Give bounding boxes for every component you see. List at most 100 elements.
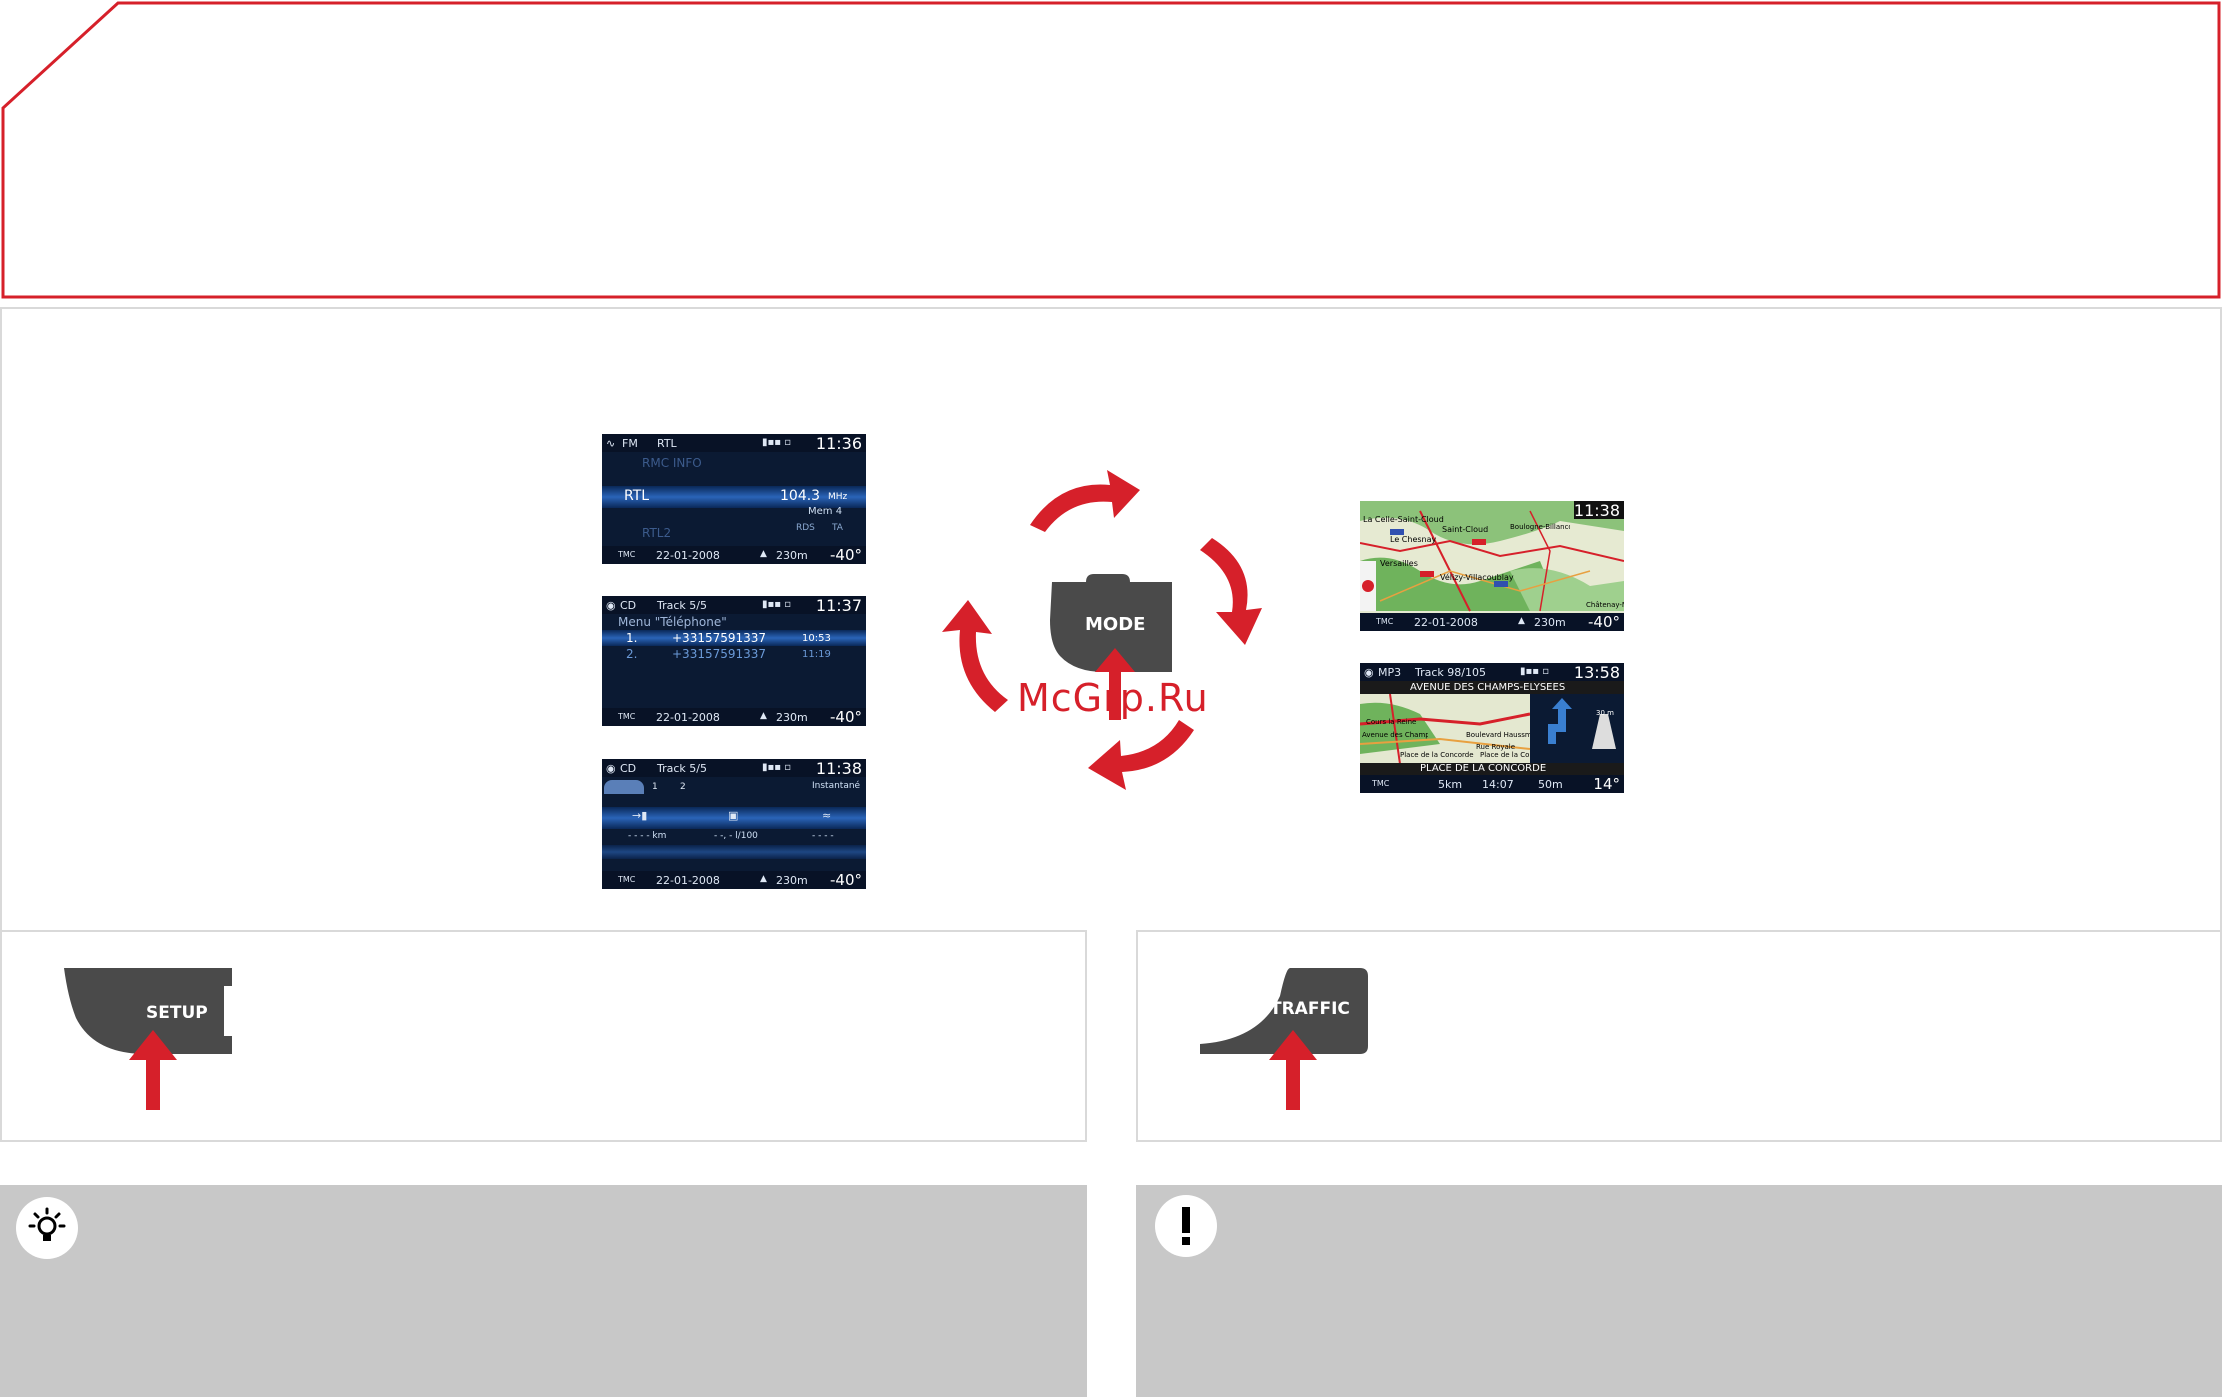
signal-icon: ▮▪▪ ▫	[762, 437, 792, 448]
map-place: La Celle-Saint-Cloud	[1363, 515, 1444, 524]
warning-badge	[1155, 1195, 1217, 1257]
phone-source: CD	[620, 599, 637, 612]
phone-row-number: +33157591337	[672, 647, 767, 661]
trip-screen: ◉ CD Track 5/5 ▮▪▪ ▫ 11:38 1 2 Instantan…	[602, 759, 866, 889]
warning-box	[1136, 1185, 2222, 1397]
mode-button-shape	[1050, 574, 1172, 672]
map-clock: 11:38	[1573, 501, 1620, 520]
map-screen: La Celle-Saint-Cloud Le Chesnay Saint-Cl…	[1360, 501, 1624, 631]
temperature-label: 14°	[1593, 775, 1620, 793]
traffic-press-arrow-icon	[1269, 1030, 1317, 1110]
mode-press-arrow-icon	[1095, 648, 1135, 720]
temperature-label: -40°	[1588, 613, 1620, 631]
radio-station-top: RTL	[657, 437, 677, 450]
nav-distance: 5km	[1438, 778, 1463, 791]
phone-menu-title: Menu "Téléphone"	[618, 615, 727, 629]
nav-screen: ◉ MP3 Track 98/105 ▮▪▪ ▫ 13:58 AVENUE DE…	[1360, 663, 1624, 793]
trip-track: Track 5/5	[657, 762, 707, 775]
cd-icon: ◉	[606, 762, 616, 775]
main-panel	[0, 307, 2222, 932]
nav-next-street: PLACE DE LA CONCORDE	[1420, 763, 1547, 774]
map-place: Vélizy-Villacoublay	[1440, 573, 1514, 582]
phone-row-time: 10:53	[802, 633, 831, 644]
trip-topbar: ◉ CD Track 5/5 ▮▪▪ ▫ 11:38	[602, 759, 866, 778]
speed-icon: ≈	[822, 809, 832, 822]
phone-row-index: 2.	[626, 647, 638, 661]
radio-prev-station: RMC INFO	[642, 456, 702, 470]
altitude-icon: ▲	[760, 711, 767, 721]
tmc-label: TMC	[1372, 779, 1390, 788]
tip-badge	[16, 1197, 78, 1259]
nav-topbar: ◉ MP3 Track 98/105 ▮▪▪ ▫ 13:58	[1360, 663, 1624, 682]
map-place: Versailles	[1380, 559, 1418, 568]
signal-icon: ▮▪▪ ▫	[762, 599, 792, 610]
traffic-button[interactable]: TRAFFIC	[1270, 999, 1350, 1019]
setup-button[interactable]: SETUP	[146, 1003, 208, 1023]
phone-clock: 11:37	[815, 596, 862, 615]
radio-memory: Mem 4	[808, 506, 843, 517]
altitude-label: 230m	[1534, 616, 1566, 629]
trip-car-tab	[604, 780, 644, 794]
temperature-label: -40°	[830, 546, 862, 564]
date-label: 22-01-2008	[1414, 616, 1478, 629]
radio-selected-band	[602, 486, 866, 508]
radio-ta: TA	[832, 523, 843, 533]
phone-track: Track 5/5	[657, 599, 707, 612]
map-place: Châtenay-Malabry	[1586, 601, 1624, 609]
radio-screen: ∿ FM RTL ▮▪▪ ▫ 11:36 RMC INFO RTL 104.3 …	[602, 434, 866, 564]
nav-map-graphic	[1360, 694, 1624, 764]
radio-unit: MHz	[828, 492, 848, 502]
nav-place: Place de la Concorde	[1480, 751, 1530, 759]
trip-consumption-value: - -, - l/100	[714, 831, 758, 841]
trip-tab-1: 1	[652, 782, 658, 792]
phone-selected-band	[602, 630, 866, 646]
mode-button[interactable]: MODE	[1085, 614, 1146, 635]
radio-botbar: TMC 22-01-2008 ▲ 230m -40°	[602, 546, 866, 564]
trip-range-value: - - - - km	[628, 831, 667, 841]
radio-rds: RDS	[796, 523, 815, 533]
radio-clock: 11:36	[815, 434, 862, 453]
tmc-label: TMC	[618, 550, 636, 559]
tip-box	[0, 1185, 1087, 1397]
lightbulb-icon	[28, 1207, 66, 1241]
nav-place: Rue Royale	[1476, 743, 1516, 751]
map-place: Le Chesnay	[1390, 535, 1437, 544]
cycle-arrow-left-icon	[942, 600, 1008, 712]
nav-botbar: TMC 5km 14:07 50m 14°	[1360, 775, 1624, 793]
date-label: 22-01-2008	[656, 874, 720, 887]
cycle-arrow-right-icon	[1200, 538, 1262, 645]
altitude-label: 50m	[1538, 778, 1563, 791]
signal-icon: ▮▪▪ ▫	[762, 762, 792, 773]
temperature-label: -40°	[830, 871, 862, 889]
nav-place: Avenue des Champs-Elysées	[1362, 731, 1428, 739]
date-label: 22-01-2008	[656, 711, 720, 724]
nav-eta: 14:07	[1482, 778, 1514, 791]
radio-source: FM	[622, 437, 638, 450]
radio-next-station: RTL2	[642, 526, 672, 540]
trip-source: CD	[620, 762, 637, 775]
cycle-arrow-bottom-icon	[1088, 720, 1194, 790]
traffic-button-shape	[1200, 968, 1368, 1054]
nav-current-street: AVENUE DES CHAMPS-ELYSEES	[1410, 682, 1566, 693]
tmc-label: TMC	[1376, 617, 1394, 626]
cd-icon: ◉	[606, 599, 616, 612]
trip-speed-value: - - - -	[812, 831, 834, 841]
phone-topbar: ◉ CD Track 5/5 ▮▪▪ ▫ 11:37	[602, 596, 866, 615]
cycle-arrow-top-icon	[1030, 470, 1140, 532]
consumption-icon: ▣	[728, 809, 739, 822]
mode-cycle-graphic	[942, 470, 1262, 790]
nav-distance-to-turn: 30 m	[1596, 709, 1614, 717]
map-place: Saint-Cloud	[1442, 525, 1489, 534]
trip-tab-2: 2	[680, 782, 686, 792]
nav-place: Boulevard Haussmann	[1466, 731, 1530, 739]
nav-clock: 13:58	[1573, 663, 1620, 682]
exclamation-icon	[1182, 1207, 1190, 1245]
altitude-label: 230m	[776, 711, 808, 724]
phone-row-time: 11:19	[802, 649, 831, 660]
altitude-label: 230m	[776, 874, 808, 887]
phone-screen: ◉ CD Track 5/5 ▮▪▪ ▫ 11:37 Menu "Télépho…	[602, 596, 866, 726]
date-label: 22-01-2008	[656, 549, 720, 562]
temperature-label: -40°	[830, 708, 862, 726]
setup-press-arrow-icon	[129, 1030, 177, 1110]
